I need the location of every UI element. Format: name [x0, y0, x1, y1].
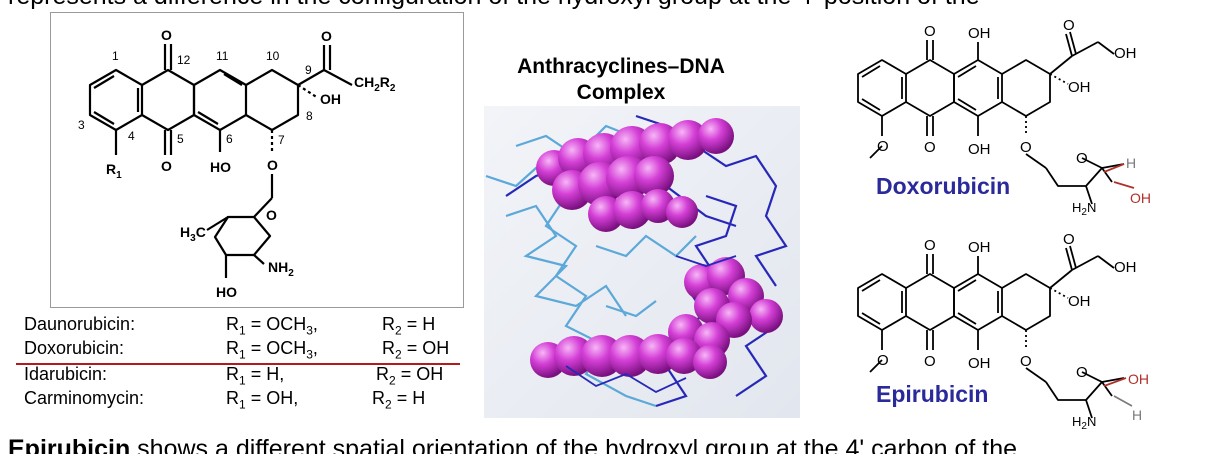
position-4: 4: [128, 129, 135, 143]
drug-spheres-upper: [536, 118, 734, 232]
atom-o12: O: [161, 27, 172, 43]
position-11: 11: [216, 49, 229, 63]
position-10: 10: [266, 49, 280, 63]
position-7: 7: [278, 133, 285, 147]
dox-atom-oh: OH: [1068, 79, 1091, 96]
atom-o7: O: [267, 157, 278, 173]
atom-ho-sugar: HO: [216, 284, 237, 300]
dox-atom-h2n: H: [1072, 200, 1081, 215]
atom-o-ketone: O: [321, 28, 332, 44]
top-text: represents a difference in the configura…: [8, 0, 980, 10]
atom-h3c: H: [180, 224, 190, 240]
position-8: 8: [306, 109, 313, 123]
doxorubicin-structure: O O OH OH OH O OH O O O H2N H OH Doxorub…: [857, 17, 1151, 218]
dox-atom-o: O: [924, 23, 936, 40]
complex-title-line2: Complex: [576, 81, 666, 104]
r1-value: R1 = OCH3,: [226, 314, 318, 338]
drug-name: Doxorubicin:: [24, 338, 125, 358]
position-1: 1: [112, 49, 119, 63]
svg-text:CH2R2: CH2R2: [354, 74, 396, 94]
atom-o5: O: [161, 158, 172, 174]
epi-atom-o: O: [1020, 353, 1032, 370]
bottom-text-bold: Epirubicin: [8, 435, 131, 454]
epi-atom-oh: OH: [1114, 259, 1137, 276]
atom-oh9: OH: [320, 91, 341, 107]
r1-value: R1 = OCH3,: [226, 338, 318, 362]
atom-ho6: HO: [210, 159, 231, 175]
position-6: 6: [226, 132, 233, 146]
dox-atom-oh: OH: [968, 141, 991, 158]
atom-h3c-c: C: [196, 224, 206, 240]
dox-atom-o: O: [1020, 139, 1032, 156]
doxorubicin-label: Doxorubicin: [876, 173, 1010, 199]
r2-value: R2 = H: [382, 314, 436, 338]
epi-atom-o: O: [924, 237, 936, 254]
dox-atom-h2n-n: N: [1087, 200, 1096, 215]
dox-atom-o: O: [924, 139, 936, 156]
dox-atom-oh: OH: [1114, 45, 1137, 62]
dox-atom-h: H: [1126, 155, 1136, 171]
drug-name: Idarubicin:: [24, 364, 108, 384]
complex-title-line1: Anthracyclines–DNA: [517, 55, 725, 78]
svg-text:R1: R1: [106, 161, 122, 181]
r2-value: R2 = H: [372, 388, 426, 412]
epi-atom-o: O: [1076, 364, 1088, 381]
dox-atom-o: O: [1076, 150, 1088, 167]
epi-atom-oh: OH: [968, 355, 991, 372]
r1-value: R1 = H,: [226, 364, 285, 388]
bottom-text-rest: shows a different spatial orientation of…: [130, 435, 1018, 454]
dox-atom-o: O: [1063, 17, 1075, 34]
atom-nh2: NH: [268, 259, 288, 275]
dox-atom-h2n-sub: 2: [1081, 207, 1087, 218]
dna-complex-image: [484, 106, 800, 418]
epi-atom-o: O: [924, 353, 936, 370]
atom-o-ring: O: [266, 207, 277, 223]
svg-text:H2N: H2N: [1072, 414, 1096, 432]
position-3: 3: [78, 118, 85, 132]
epi-atom-oh: OH: [968, 239, 991, 256]
atom-r1: R: [106, 161, 116, 177]
atom-h3c-sub: 3: [190, 233, 196, 244]
position-12: 12: [177, 53, 191, 67]
r1-value: R1 = OH,: [226, 388, 299, 412]
drug-spheres-lower: [530, 257, 783, 379]
position-5: 5: [177, 132, 184, 146]
epi-atom-oh-red: OH: [1128, 371, 1149, 387]
bottom-cutoff-text: Epirubicin shows a different spatial ori…: [0, 433, 1232, 454]
svg-text:H3C: H3C: [180, 224, 206, 244]
atom-nh2-sub: 2: [288, 268, 294, 279]
dox-atom-oh: OH: [968, 25, 991, 42]
epirubicin-structure: O O OH OH OH O OH O O O H2N OH H Epirubi…: [857, 231, 1149, 432]
svg-text:H2N: H2N: [1072, 200, 1096, 218]
epi-atom-h2n-n: N: [1087, 414, 1096, 429]
drug-name: Daunorubicin:: [24, 314, 136, 334]
doxorubicin-highlight-line: [16, 363, 460, 365]
epi-atom-o: O: [1063, 231, 1075, 248]
atom-ch2r2: CH: [354, 74, 374, 90]
top-cutoff-text: represents a difference in the configura…: [0, 0, 1232, 10]
dox-atom-oh-red: OH: [1130, 190, 1151, 206]
epi-atom-o: O: [877, 352, 889, 369]
epi-atom-h: H: [1132, 407, 1142, 423]
epi-atom-oh: OH: [1068, 293, 1091, 310]
anthracycline-structure-panel: O O HO OH O CH2R2 R1 O O H3C NH2 HO 1 12…: [50, 12, 464, 308]
r-group-table: Daunorubicin: R1 = OCH3, R2 = H Doxorubi…: [24, 314, 464, 412]
r2-value: R2 = OH: [376, 364, 444, 388]
atom-r2-sub: 2: [390, 83, 396, 94]
dox-atom-o: O: [877, 138, 889, 155]
r2-value: R2 = OH: [382, 338, 450, 362]
epi-atom-h2n: H: [1072, 414, 1081, 429]
drug-name: Carminomycin:: [24, 388, 145, 408]
atom-ch2r2-sub: 2: [374, 83, 380, 94]
svg-text:NH2: NH2: [268, 259, 294, 279]
epirubicin-label: Epirubicin: [876, 381, 988, 407]
atom-r2: R: [380, 74, 390, 90]
atom-r1-sub: 1: [116, 170, 122, 181]
epi-atom-h2n-sub: 2: [1081, 421, 1087, 432]
bottom-text: Epirubicin shows a different spatial ori…: [8, 435, 1017, 454]
complex-title: Anthracyclines–DNA Complex: [490, 54, 752, 106]
position-9: 9: [305, 63, 312, 77]
